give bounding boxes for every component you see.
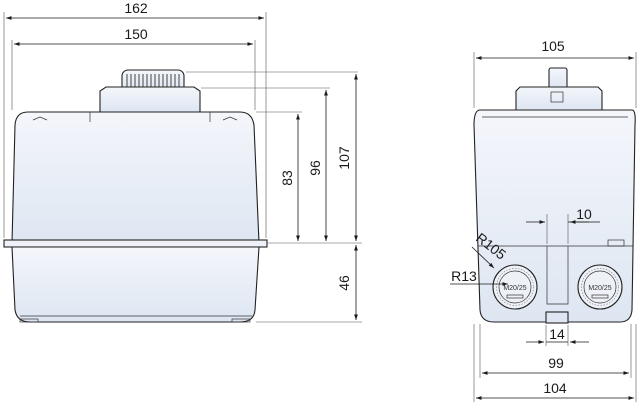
front-center-slot bbox=[545, 311, 569, 324]
side-lower-body bbox=[11, 246, 260, 323]
dim-slot: 14 bbox=[549, 326, 565, 342]
front-view: M20/25 M20/25 105 10 R105 R13 bbox=[450, 38, 637, 402]
indicator-slot bbox=[607, 239, 625, 247]
dim-bottom-outer: 104 bbox=[543, 380, 567, 396]
side-flange bbox=[3, 239, 268, 248]
dim-top-width: 105 bbox=[541, 38, 565, 54]
cable-gland-right: M20/25 bbox=[577, 264, 623, 310]
knob-base bbox=[99, 86, 201, 113]
dim-body-width: 150 bbox=[124, 26, 148, 42]
dim-height-96: 96 bbox=[307, 160, 323, 176]
dim-overall-width: 162 bbox=[124, 0, 148, 16]
gland-right-label: M20/25 bbox=[588, 285, 611, 292]
front-top-block bbox=[515, 86, 603, 111]
dim-height-46: 46 bbox=[336, 275, 352, 291]
gland-left-label: M20/25 bbox=[503, 285, 526, 292]
dim-height-83: 83 bbox=[279, 170, 295, 186]
cable-gland-left: M20/25 bbox=[492, 264, 538, 310]
dim-bottom-inner: 99 bbox=[548, 355, 564, 371]
dim-height-107: 107 bbox=[336, 146, 352, 170]
dim-gap: 10 bbox=[576, 206, 592, 222]
side-upper-body bbox=[11, 111, 260, 244]
front-stem bbox=[548, 67, 568, 89]
side-view: 162 150 83 96 107 46 bbox=[3, 0, 362, 323]
dim-radius-side: R13 bbox=[451, 268, 477, 284]
